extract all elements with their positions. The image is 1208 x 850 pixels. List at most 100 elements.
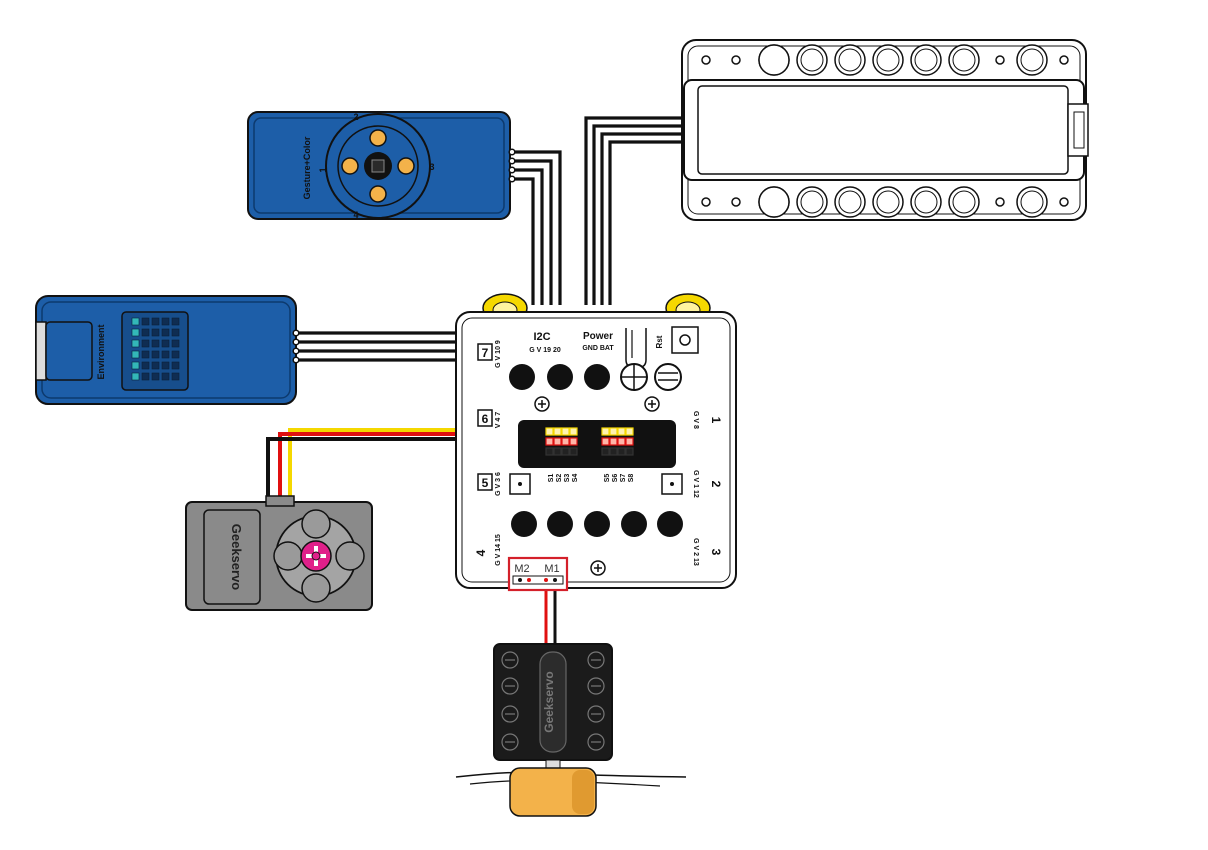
servo-pin	[569, 437, 578, 446]
servo-pin	[569, 447, 578, 456]
servo-pin	[609, 437, 618, 446]
sensor-cell	[171, 328, 180, 337]
gesture-color-module: Gesture+Color 1 2 3 4	[247, 111, 516, 220]
sensor-cell	[151, 317, 160, 326]
stud-inner	[952, 190, 976, 214]
sensor-cell	[161, 317, 170, 326]
stud-inner	[952, 48, 976, 72]
servo-label-s5: S5	[604, 474, 611, 483]
port-5-pins: G V 3 6	[495, 472, 502, 496]
port-1-number: 1	[709, 417, 723, 424]
servo-label-s8: S8	[628, 474, 635, 483]
battery-studs-top	[701, 44, 1069, 76]
servo-pin	[545, 447, 554, 456]
port-7-number: 7	[482, 346, 489, 360]
stud-inner	[800, 190, 824, 214]
sensor-cell	[141, 372, 150, 381]
port-7-pins: G V 10 9	[495, 340, 502, 368]
sensor-cell	[151, 361, 160, 370]
port-3-pins: G V 2 13	[692, 538, 699, 566]
port-4-number: 4	[474, 549, 488, 556]
servo-pin	[601, 427, 610, 436]
sensor-cell	[151, 328, 160, 337]
stud-hole	[731, 197, 741, 207]
gesture-color-ch4: 4	[353, 210, 358, 220]
stud-hole	[701, 55, 711, 65]
servo-pin	[609, 427, 618, 436]
port-5-number: 5	[482, 476, 489, 490]
servo-pin	[625, 447, 634, 456]
sensor-cell	[141, 361, 150, 370]
rst-label: Rst	[655, 335, 664, 348]
screw-slot	[648, 400, 656, 408]
servo-label-s3: S3	[564, 474, 571, 483]
env-sensor-grid	[131, 317, 180, 381]
port-3-number: 3	[709, 549, 723, 556]
sensor-cell	[131, 328, 140, 337]
servo-pin	[561, 437, 570, 446]
sensor-cell	[161, 339, 170, 348]
screw-slot	[594, 564, 602, 572]
stud-ring	[758, 186, 790, 218]
motor-m2-label: M2	[514, 563, 529, 575]
sensor-cell	[131, 317, 140, 326]
stud-inner	[876, 48, 900, 72]
motor-m1-label: M1	[544, 563, 559, 575]
stud-inner	[800, 48, 824, 72]
gesture-color-ch3: 3	[429, 162, 434, 172]
stud-inner	[876, 190, 900, 214]
sensor-cell	[171, 361, 180, 370]
gesture-color-ch1: 1	[318, 167, 328, 172]
i2c-wires	[510, 150, 562, 305]
servo-pin	[561, 447, 570, 456]
i2c-label: I2C	[533, 331, 550, 343]
servo-pin	[617, 427, 626, 436]
sensor-cell	[161, 372, 170, 381]
stud-inner	[914, 48, 938, 72]
servo-pin	[545, 437, 554, 446]
stud-hole	[995, 197, 1005, 207]
stud-inner	[1020, 48, 1044, 72]
servo-label-s7: S7	[620, 474, 627, 483]
environment-name: Environment	[96, 324, 106, 379]
screw-slot	[538, 400, 546, 408]
motor-bolts	[501, 651, 605, 751]
servo-label-s2: S2	[556, 474, 563, 483]
sensor-cell	[151, 372, 160, 381]
servo-pin	[553, 427, 562, 436]
stud-inner	[838, 48, 862, 72]
servo-pin	[545, 427, 554, 436]
sensor-cell	[151, 350, 160, 359]
gesture-color-ch2: 2	[353, 112, 358, 122]
sensor-cell	[161, 350, 170, 359]
sensor-cell	[161, 328, 170, 337]
sensor-cell	[161, 361, 170, 370]
servo-pin-header	[545, 427, 634, 456]
power-label: Power	[583, 331, 613, 342]
servo-label-s6: S6	[612, 474, 619, 483]
environment-module: Environment	[35, 295, 300, 405]
sensor-cell	[171, 350, 180, 359]
sensor-cell	[171, 339, 180, 348]
port-6-pins: V 4 7	[495, 412, 502, 428]
sensor-cell	[141, 317, 150, 326]
motor-brand: Geekservo	[542, 671, 556, 732]
sensor-cell	[151, 339, 160, 348]
board-screws	[534, 396, 660, 576]
i2c-pins-label: G V 19 20	[529, 347, 561, 354]
environment-wires	[296, 331, 462, 362]
motor-wires	[544, 582, 557, 648]
battery-studs-bottom	[701, 186, 1069, 218]
sensor-cell	[131, 361, 140, 370]
sensor-cell	[141, 350, 150, 359]
sensor-cell	[171, 317, 180, 326]
sensor-cell	[141, 339, 150, 348]
sensor-cell	[131, 372, 140, 381]
stud-hole	[1059, 55, 1069, 65]
controller-board: I2C G V 19 20 Power GND BAT Rst 7 G V 10…	[455, 293, 737, 592]
sensor-cell	[131, 350, 140, 359]
port-4-pins: G V 14 15	[495, 534, 502, 566]
port-2-pins: G V 1 12	[692, 470, 699, 498]
